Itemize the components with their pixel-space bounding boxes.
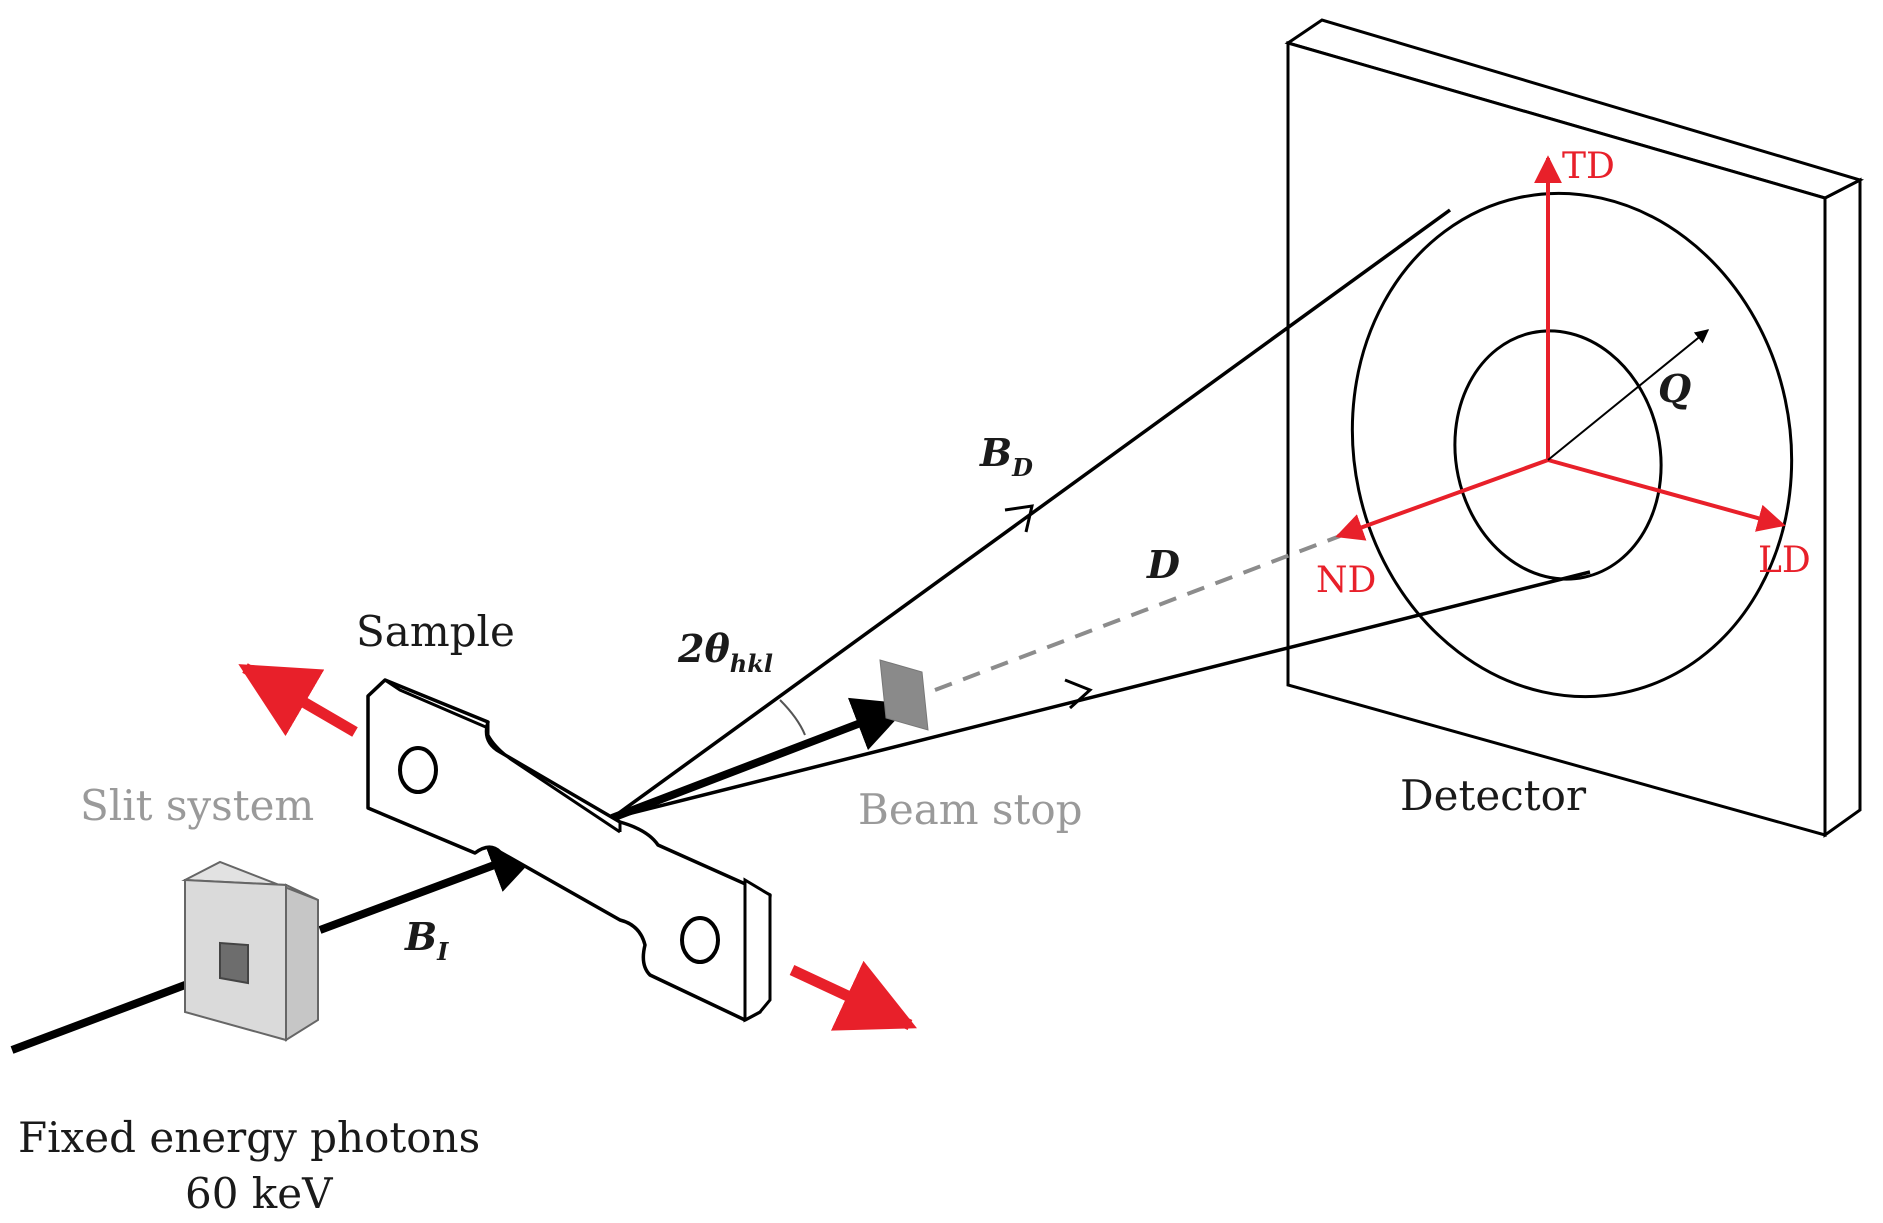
distance-label: D	[1146, 542, 1180, 587]
distance-dashed-line	[934, 534, 1341, 692]
diffracted-beam-label: BD	[979, 430, 1033, 482]
sample-hole-right	[680, 916, 720, 964]
incident-beam-label-base: B	[404, 914, 437, 959]
sample-gauge-ridge	[486, 722, 622, 834]
incident-beam-line	[318, 839, 546, 934]
nd-axis-arrow	[1335, 458, 1549, 541]
slit-system-label: Slit system	[80, 781, 314, 830]
angle-label: 2θhkl	[677, 626, 773, 678]
angle-arc	[779, 699, 806, 736]
detector-inner-ring	[1453, 329, 1663, 581]
sample-end-face	[743, 877, 772, 1023]
detector	[1284, 18, 1865, 838]
transmitted-beam-line	[610, 697, 911, 822]
slit-system	[181, 860, 319, 1042]
scattering-vector-label: Q	[1658, 366, 1691, 411]
lower-cone-line	[611, 570, 1591, 820]
scattering-vector-arrow	[1547, 329, 1710, 461]
angle-label-base: 2θ	[677, 626, 730, 671]
slit-right-face	[285, 883, 319, 1042]
ld-axis-label: LD	[1758, 540, 1811, 581]
sample-axes	[1335, 155, 1786, 541]
diffracted-beam-arrow-icon	[1004, 504, 1034, 533]
slit-aperture	[219, 941, 249, 985]
diffracted-beam-label-sub: D	[1011, 453, 1033, 482]
sample-hole-left	[398, 746, 438, 794]
diffracted-beam-label-base: B	[979, 430, 1012, 475]
sample-specimen	[366, 678, 772, 1023]
sample-label: Sample	[356, 607, 515, 656]
diffraction-cone	[610, 208, 1591, 822]
beam-stop-label: Beam stop	[858, 785, 1083, 834]
beam-stop	[879, 659, 929, 731]
detector-label: Detector	[1400, 771, 1587, 820]
angle-label-sub: hkl	[730, 649, 773, 678]
nd-axis-label: ND	[1316, 560, 1376, 601]
sample-outline	[366, 678, 772, 1022]
lower-cone-arrow-icon	[1064, 678, 1093, 710]
load-arrow-left	[238, 663, 358, 737]
ld-axis-arrow	[1547, 458, 1786, 532]
incident-beam-label-sub: I	[436, 937, 449, 966]
source-label-line1: Fixed energy photons	[18, 1113, 480, 1162]
td-axis-label: TD	[1562, 146, 1615, 187]
detector-outer-ring	[1350, 191, 1794, 699]
load-arrow-right	[789, 960, 917, 1031]
detector-side-face	[1823, 177, 1862, 838]
source-label-line2: 60 keV	[185, 1169, 333, 1218]
incident-beam-label: BI	[404, 914, 449, 966]
sample-top-edge	[366, 678, 489, 730]
